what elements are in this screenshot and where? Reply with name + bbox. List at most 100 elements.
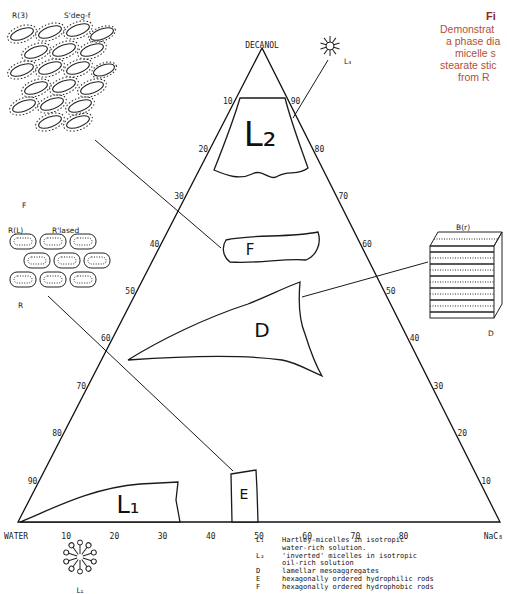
label-anchor: DECANOL (245, 34, 279, 52)
legend-text: lamellar mesoaggregates (282, 568, 379, 576)
phase-region: F (220, 230, 324, 266)
sketch-label: R'lased (52, 226, 79, 235)
label-anchor: 20 (110, 525, 120, 543)
axis-tick: 20 (199, 145, 209, 154)
phase-region: E (229, 468, 260, 524)
caption-fragment: Demonstrat (440, 23, 494, 35)
region-outline (220, 230, 324, 266)
region-label: L₂ (244, 117, 277, 151)
inverted-micelle-sketch (320, 36, 339, 56)
hartley-micelle-sketch (63, 540, 97, 574)
axis-tick: 70 (338, 192, 348, 201)
axis-tick: 80 (315, 145, 325, 154)
legend-block: L₁Hartley-micelles in isotropic water-ri… (256, 537, 434, 592)
legend-key: F (256, 584, 282, 592)
label-anchor: 20 (457, 422, 467, 440)
label-anchor: 40 (410, 327, 420, 345)
caption-fragment: micelle s (455, 47, 496, 59)
label-anchor: 30 (158, 525, 168, 543)
axis-tick: 40 (150, 240, 160, 249)
label-anchor: NaC₈ (484, 525, 503, 543)
label-anchor: 60 (302, 525, 312, 543)
label-anchor: 50 (254, 525, 264, 543)
caption-fragment: Fi (486, 10, 496, 22)
label-anchor: R (18, 294, 23, 312)
axis-tick: 80 (52, 429, 62, 438)
label-anchor: B(r) (456, 216, 470, 234)
label-anchor: L₁ (76, 579, 83, 594)
region-label: F (246, 243, 255, 258)
axis-tick: 80 (399, 532, 409, 541)
hydrophilic-rods-sketch (10, 234, 110, 287)
region-border (231, 470, 258, 522)
axis-tick: 30 (174, 192, 184, 201)
region-outline (18, 480, 182, 524)
legend-row: Dlamellar mesoaggregates (256, 568, 434, 576)
axis-tick: 50 (254, 532, 264, 541)
label-anchor: micelle s (455, 43, 496, 61)
axis-tick: 20 (457, 429, 467, 438)
label-anchor: 90 (291, 90, 301, 108)
label-anchor: S'deg-f (64, 4, 90, 22)
label-anchor: 30 (434, 375, 444, 393)
region-label: D (254, 320, 269, 340)
axis-tick: 60 (362, 240, 372, 249)
axis-tick: 90 (28, 477, 38, 486)
label-anchor: 10 (61, 525, 71, 543)
label-anchor: R'lased (52, 219, 79, 237)
region-border (20, 482, 180, 522)
leader-lines (48, 60, 428, 471)
axis-tick: 50 (386, 287, 396, 296)
label-anchor: 60 (101, 327, 111, 345)
label-anchor: 50 (386, 280, 396, 298)
legend-text: hexagonally ordered hydrophilic rods (282, 576, 434, 584)
axis-tick: 10 (481, 477, 491, 486)
sketch-label: L₄ (344, 57, 351, 66)
axis-tick: 60 (302, 532, 312, 541)
axis-tick: 60 (101, 334, 111, 343)
legend-key: E (256, 576, 282, 584)
axis-tick: 50 (125, 287, 135, 296)
label-anchor: Fi (486, 6, 496, 24)
axis-tick: 10 (61, 532, 71, 541)
label-anchor: R(3) (12, 4, 28, 22)
label-anchor: WATER (4, 525, 28, 543)
sketch-label: D (488, 329, 494, 338)
axis-tick: 20 (110, 532, 120, 541)
axis-tick: 90 (291, 97, 301, 106)
label-anchor: 10 (481, 470, 491, 488)
caption-fragment: a phase dia (446, 35, 500, 47)
vertex-label: WATER (4, 532, 28, 541)
phase-region: L₁ (18, 480, 182, 524)
region-label: E (240, 487, 249, 501)
label-anchor: 80 (52, 422, 62, 440)
region-outline (126, 280, 324, 378)
legend-row: Fhexagonally ordered hydrophobic rods (256, 584, 434, 592)
label-anchor: 70 (338, 185, 348, 203)
sketch-label: R(3) (12, 11, 28, 20)
label-anchor: 90 (28, 470, 38, 488)
legend-text: hexagonally ordered hydrophobic rods (282, 584, 434, 592)
vertex-label: DECANOL (245, 41, 279, 50)
axis-tick: 40 (206, 532, 216, 541)
ternary-triangle (18, 48, 500, 522)
label-anchor: 10 (223, 90, 233, 108)
sketch-label: F (22, 201, 26, 210)
label-anchor: F (22, 194, 26, 212)
label-anchor: from R (458, 67, 490, 85)
caption-fragment: stearate stic (440, 59, 497, 71)
label-anchor: stearate stic (440, 55, 497, 73)
axis-tick: 70 (351, 532, 361, 541)
label-anchor: 80 (315, 138, 325, 156)
caption-fragment: from R (458, 71, 490, 83)
legend-row: Ehexagonally ordered hydrophilic rods (256, 576, 434, 584)
sketch-label: B(r) (456, 223, 470, 232)
label-anchor: 80 (399, 525, 409, 543)
label-anchor: 20 (199, 138, 209, 156)
label-anchor: 40 (150, 233, 160, 251)
label-anchor: 50 (125, 280, 135, 298)
sketch-label: L₁ (76, 586, 83, 594)
legend-key: D (256, 568, 282, 576)
phase-region: D (126, 280, 324, 378)
